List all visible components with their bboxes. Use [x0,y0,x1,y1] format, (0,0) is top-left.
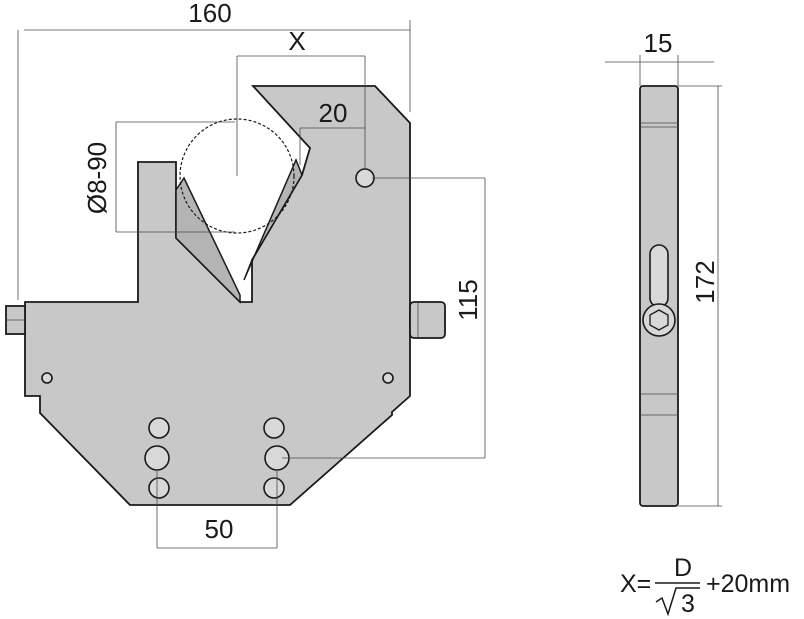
dim-overall-width: 160 [188,0,231,28]
mount-hole [148,477,170,499]
dim-jaw-offset: 20 [319,98,348,128]
formula-radicand: 3 [681,590,695,618]
sqrt-icon [655,587,700,617]
front-plate [24,85,411,506]
bolt-head [642,303,676,337]
right-screw-knob [409,301,446,339]
dim-hole-spacing: 50 [205,514,234,544]
formula-suffix: +20mm [706,570,790,598]
formula: X= D 3 +20mm [620,554,790,618]
hex-socket-icon [649,309,669,331]
dimension-lines [17,20,486,549]
dim-side-height: 172 [690,260,720,303]
formula-numerator: D [674,554,692,582]
pin-hole [355,168,375,188]
mount-hole [144,445,170,471]
workpiece-circle [179,118,295,234]
formula-lhs: X= [620,570,651,598]
small-hole-left [41,372,53,384]
dim-thickness: 15 [644,28,673,58]
slot [649,244,669,308]
front-view [5,85,446,506]
dimension-labels: 160 X 20 Ø8-90 115 50 15 172 [82,0,720,544]
dim-opening-x: X [288,26,305,56]
small-hole-right [382,372,394,384]
jaw-bevel [175,176,241,304]
dim-height-to-hole: 115 [453,279,483,320]
mount-hole [263,477,285,499]
dim-diameter-range: Ø8-90 [82,142,112,214]
mount-hole [148,417,170,439]
side-view [605,55,722,507]
mount-hole [263,417,285,439]
